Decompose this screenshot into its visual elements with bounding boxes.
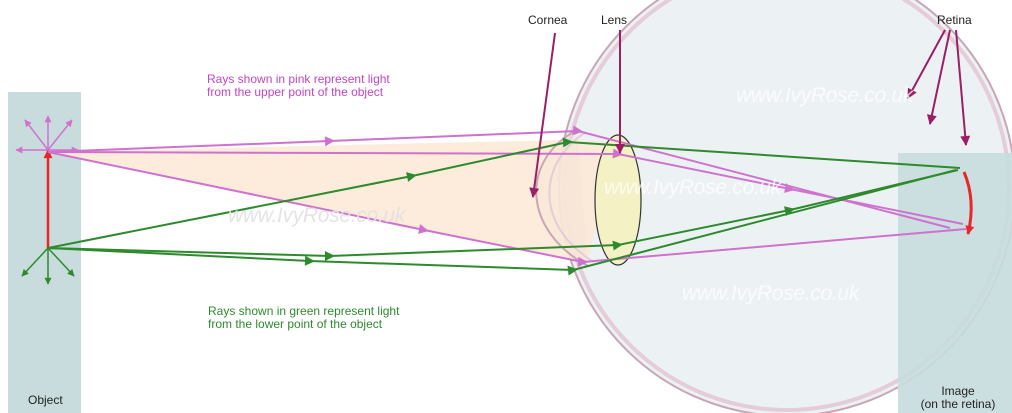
green-rays-note-line2: from the lower point of the object <box>208 318 399 331</box>
pink-rays-note: Rays shown in pink represent light from … <box>207 73 390 99</box>
cornea-label: Cornea <box>528 14 567 27</box>
watermark: www.IvyRose.co.uk <box>604 176 781 200</box>
lens-label: Lens <box>601 14 627 27</box>
retina-label: Retina <box>937 14 972 27</box>
image-panel <box>898 153 1012 413</box>
watermark: www.IvyRose.co.uk <box>682 282 859 306</box>
image-label-line2: (on the retina) <box>906 398 1010 411</box>
object-label: Object <box>28 394 63 407</box>
pink-rays-note-line2: from the upper point of the object <box>207 86 390 99</box>
watermark: www.IvyRose.co.uk <box>736 84 913 108</box>
image-label: Image (on the retina) <box>906 385 1010 411</box>
light-cone <box>48 140 620 262</box>
watermark: www.IvyRose.co.uk <box>228 204 405 228</box>
green-rays-note: Rays shown in green represent light from… <box>208 305 399 331</box>
